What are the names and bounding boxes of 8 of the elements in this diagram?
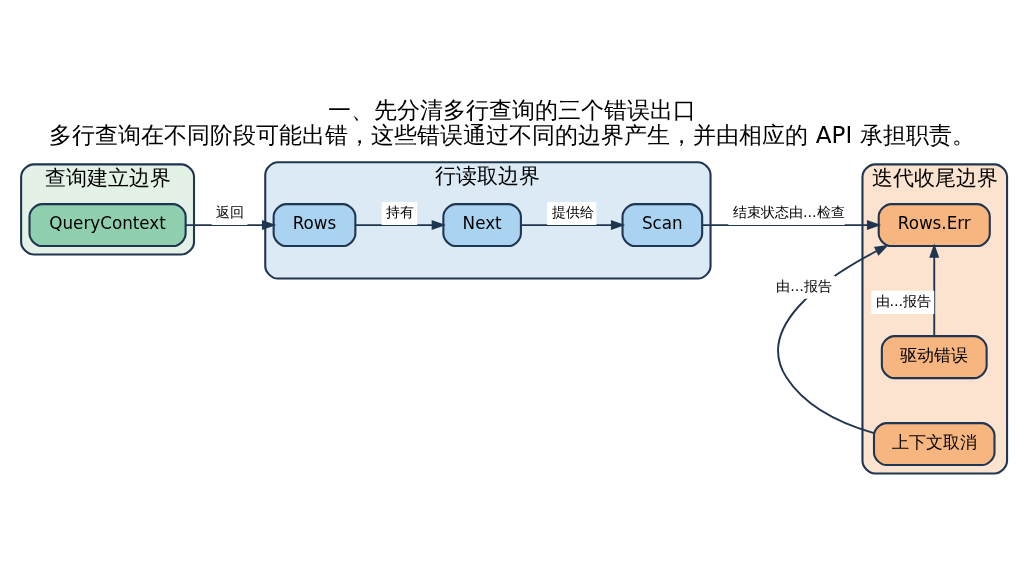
edge-label: 结束状态由…检查: [733, 203, 845, 220]
edge-label: 持有: [385, 203, 414, 220]
edge-label: 返回: [216, 203, 245, 220]
edge-label: 由…报告: [875, 292, 932, 309]
edge-label: 提供给: [551, 203, 594, 220]
diagram-title: 一、先分清多行查询的三个错误出口: [328, 96, 696, 123]
edge-label: 由…报告: [776, 277, 832, 294]
caption: 多行查询在不同阶段可能出错，这些错误通过不同的边界产生，并由相应的 API 承担职责。: [49, 121, 975, 148]
